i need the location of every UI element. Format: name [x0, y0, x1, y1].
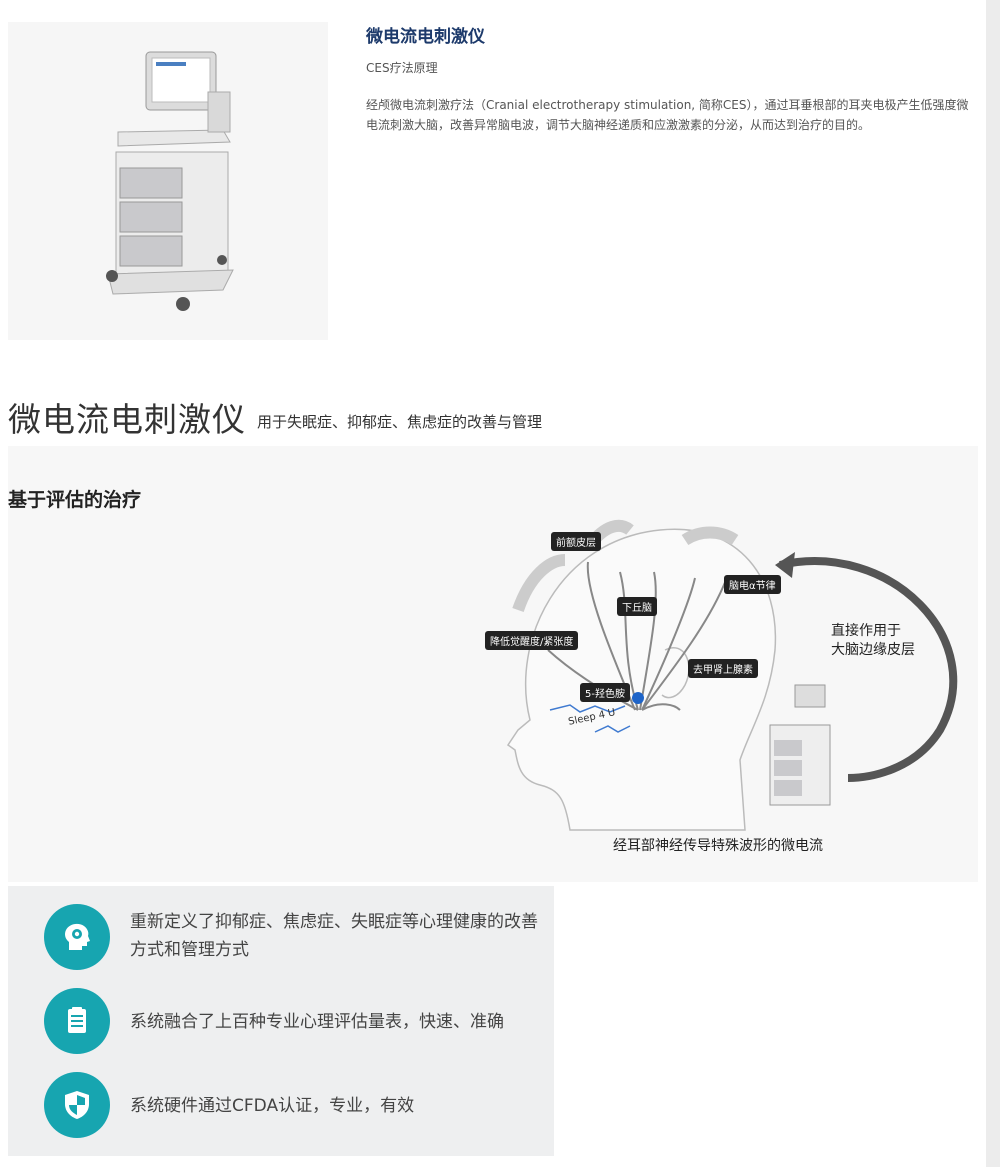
- label-alpha-rhythm: 脑电α节律: [724, 575, 781, 594]
- product-image: [8, 22, 328, 340]
- feature-text: 重新定义了抑郁症、焦虑症、失眠症等心理健康的改善方式和管理方式: [130, 912, 538, 960]
- features-panel: 重新定义了抑郁症、焦虑症、失眠症等心理健康的改善方式和管理方式 系统融合了上百种…: [8, 886, 554, 1156]
- product-title: 微电流电刺激仪: [366, 27, 485, 47]
- diagram-heading: 基于评估的治疗: [8, 489, 142, 511]
- feature-item: 重新定义了抑郁症、焦虑症、失眠症等心理健康的改善方式和管理方式: [44, 904, 544, 974]
- document-list-icon: [44, 988, 110, 1054]
- shield-icon: [44, 1072, 110, 1138]
- head-gear-icon: [44, 904, 110, 970]
- feature-text: 系统硬件通过CFDA认证，专业，有效: [130, 1096, 415, 1116]
- label-norepinephrine: 去甲肾上腺素: [688, 659, 758, 678]
- label-arousal: 降低觉醒度/紧张度: [485, 631, 579, 650]
- product-description: 经颅微电流刺激疗法（Cranial electrotherapy stimula…: [366, 98, 969, 132]
- label-serotonin: 5-羟色胺: [580, 683, 630, 702]
- diagram-background: [8, 446, 978, 882]
- product-subtitle: CES疗法原理: [366, 61, 438, 75]
- feature-item: 系统融合了上百种专业心理评估量表，快速、准确: [44, 988, 544, 1058]
- section-title: 微电流电刺激仪: [8, 400, 246, 439]
- section-subtitle: 用于失眠症、抑郁症、焦虑症的改善与管理: [257, 413, 543, 431]
- diagram-caption: 经耳部神经传导特殊波形的微电流: [613, 838, 823, 854]
- ces-head-diagram: [470, 500, 970, 860]
- label-hypothalamus: 下丘脑: [617, 597, 657, 616]
- side-text-line2: 大脑边缘皮层: [831, 642, 915, 658]
- scrollbar[interactable]: [986, 0, 1000, 1167]
- side-text-line1: 直接作用于: [831, 623, 901, 639]
- label-prefrontal: 前额皮层: [551, 532, 601, 551]
- feature-text: 系统融合了上百种专业心理评估量表，快速、准确: [130, 1012, 504, 1032]
- feature-item: 系统硬件通过CFDA认证，专业，有效: [44, 1072, 544, 1142]
